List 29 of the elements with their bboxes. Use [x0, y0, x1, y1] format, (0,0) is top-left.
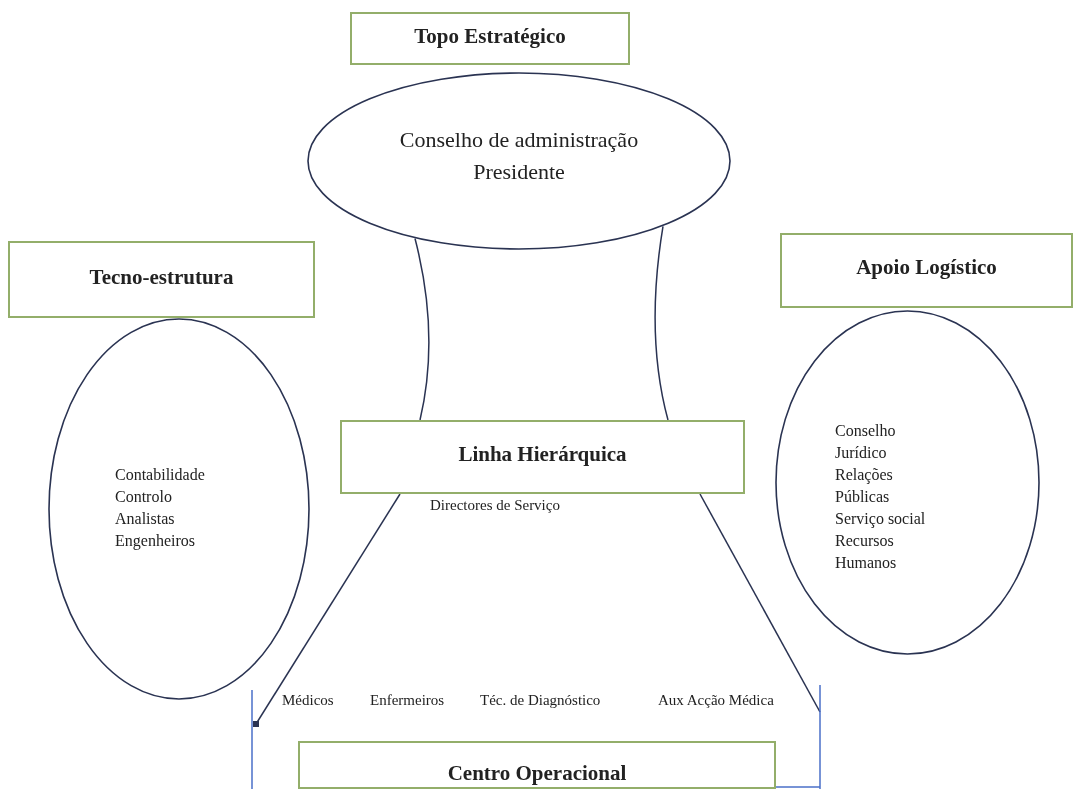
staff-label: Aux Acção Médica — [658, 692, 774, 709]
connector-line — [654, 225, 669, 421]
ellipse-text: Recursos Humanos — [835, 531, 898, 573]
connector-line — [414, 237, 430, 421]
ellipse-text: Serviço social — [835, 509, 927, 530]
ellipse-text: Presidente — [473, 158, 565, 186]
box-title: Centro Operacional — [447, 761, 627, 786]
staff-label: Médicos — [282, 692, 334, 709]
ellipse-text: Contabilidade — [115, 465, 205, 485]
ellipse-text: Engenheiros — [115, 531, 195, 552]
staff-label: Téc. de Diagnóstico — [480, 692, 601, 709]
box-title: Topo Estratégico — [414, 24, 566, 49]
label-box — [298, 741, 776, 789]
ellipse-text: Conselho Jurídico — [835, 421, 897, 463]
ellipse-text: Conselho de administração — [399, 126, 639, 154]
box-title: Tecno-estrutura — [89, 265, 234, 290]
description-text: Directores de Serviço — [430, 497, 560, 514]
ellipse-text: Relações Públicas — [835, 465, 894, 507]
ellipse-text: Analistas — [115, 509, 175, 529]
label-box — [8, 241, 315, 318]
staff-label: Enfermeiros — [370, 692, 445, 709]
ellipse-text: Controlo — [115, 487, 172, 507]
label-box — [350, 12, 630, 65]
connector-line — [699, 493, 821, 713]
label-box — [340, 420, 745, 494]
box-title: Linha Hierárquica — [458, 442, 627, 467]
connector-line — [253, 493, 401, 727]
label-box — [780, 233, 1073, 308]
box-title: Apoio Logístico — [856, 255, 997, 280]
